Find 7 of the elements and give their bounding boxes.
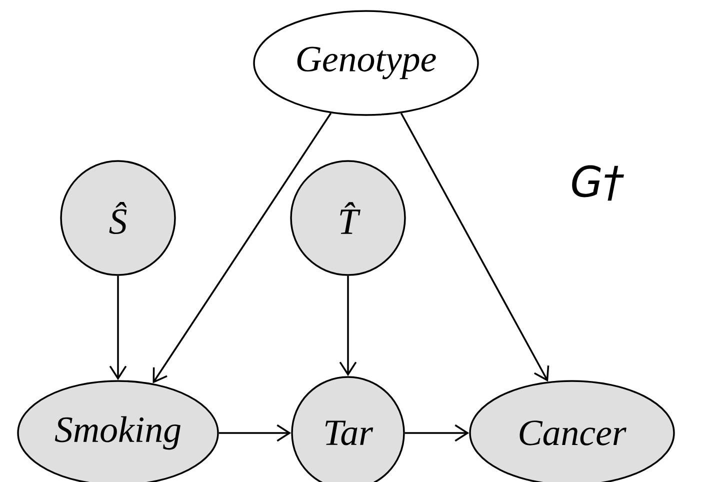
arrow xyxy=(404,424,470,442)
arrow xyxy=(109,276,127,380)
graph-label: G† xyxy=(572,165,624,201)
arrow xyxy=(400,112,550,382)
arrow xyxy=(339,276,357,376)
arrow xyxy=(218,424,292,442)
arrow xyxy=(152,112,332,384)
